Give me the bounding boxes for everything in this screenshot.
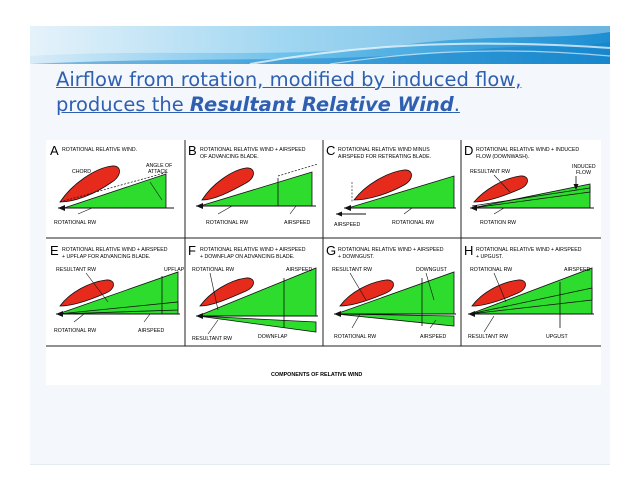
panel-caption-line: ROTATIONAL RELATIVE WIND + AIRSPEED — [62, 247, 168, 253]
panel-caption-line: ROTATIONAL RELATIVE WIND + AIRSPEED — [338, 247, 444, 253]
panel-caption-line: ROTATIONAL RELATIVE WIND + AIRSPEED — [200, 247, 306, 253]
label-angle-line1: ANGLE OF — [146, 163, 172, 169]
panel-letter: C — [326, 143, 335, 158]
airfoil-red — [339, 279, 394, 307]
label-downgust: DOWNGUST — [416, 267, 448, 273]
panel-caption-line: ROTATIONAL RELATIVE WIND. — [62, 147, 137, 153]
label-rotational: ROTATIONAL RW — [54, 220, 96, 226]
label-resultant: RESULTANT RW — [192, 336, 232, 342]
panel-caption-line: ROTATIONAL RELATIVE WIND + INDUCED — [476, 147, 579, 153]
label-rotational: ROTATION RW — [480, 220, 516, 226]
label-airspeed: AIRSPEED — [420, 334, 446, 340]
airfoil-red — [201, 167, 254, 201]
panel-caption-line: + DOWNFLAP ON ADVANCING BLADE. — [200, 254, 295, 260]
title-emphasis: Resultant Relative Wind — [189, 93, 454, 116]
label-resultant: RESULTANT RW — [468, 334, 508, 340]
panel-caption-line: OF ADVANCING BLADE. — [200, 154, 259, 160]
panel-letter: F — [188, 243, 196, 258]
airfoil-red — [199, 277, 254, 307]
panel-letter: H — [464, 243, 473, 258]
label-resultant: RESULTANT RW — [470, 169, 510, 175]
label-chord: CHORD — [72, 169, 91, 175]
panel-letter: G — [326, 243, 336, 258]
label-rotational: ROTATIONAL RW — [334, 334, 376, 340]
label-airspeed: AIRSPEED — [334, 222, 360, 228]
panel-caption-line: ROTATIONAL RELATIVE WIND MINUS — [338, 147, 430, 153]
label-angle-line2: ATTACK — [148, 169, 168, 175]
panel-b: B ROTATIONAL RELATIVE WIND + AIRSPEED OF… — [188, 143, 319, 226]
upflap-wedge — [57, 301, 179, 315]
label-airspeed: AIRSPEED — [284, 220, 310, 226]
label-rotational: ROTATIONAL RW — [470, 267, 512, 273]
label-downflap: DOWNFLAP — [258, 334, 288, 340]
label-resultant: RESULTANT RW — [332, 267, 372, 273]
panel-letter: D — [464, 143, 473, 158]
title-period: . — [453, 93, 460, 116]
label-upflap: UPFLAP — [164, 267, 185, 273]
upgust-wedge — [469, 287, 593, 315]
panel-caption-line: + UPGUST. — [476, 254, 503, 260]
grid-lines — [46, 140, 601, 347]
label-rotational: ROTATIONAL RW — [54, 328, 96, 334]
panel-h: H ROTATIONAL RELATIVE WIND + AIRSPEED + … — [464, 243, 594, 340]
panel-letter: E — [50, 243, 59, 258]
panel-letter: A — [50, 143, 59, 158]
label-induced-line1: INDUCED — [572, 164, 596, 170]
airfoil-red — [59, 165, 120, 203]
panel-f: F ROTATIONAL RELATIVE WIND + AIRSPEED + … — [188, 243, 318, 342]
panel-letter: B — [188, 143, 197, 158]
relative-wind-figure: A ROTATIONAL RELATIVE WIND. CHORD ANGLE … — [46, 140, 601, 385]
panel-caption-line: + DOWNGUST. — [338, 254, 374, 260]
panel-caption-line: ROTATIONAL RELATIVE WIND + AIRSPEED — [200, 147, 306, 153]
label-airspeed: AIRSPEED — [564, 267, 590, 273]
label-rotational: ROTATIONAL RW — [206, 220, 248, 226]
airfoil-red — [59, 279, 114, 307]
airfoil-red — [471, 279, 526, 307]
title-text: Airflow from rotation, modified by induc… — [56, 68, 522, 116]
panel-caption-line: ROTATIONAL RELATIVE WIND + AIRSPEED — [476, 247, 582, 253]
panel-caption-line: FLOW (DOWNWASH). — [476, 154, 529, 160]
panel-e: E ROTATIONAL RELATIVE WIND + AIRSPEED + … — [50, 243, 185, 334]
downflap-wedge — [197, 315, 317, 333]
label-airspeed: AIRSPEED — [286, 267, 312, 273]
label-rotational: ROTATIONAL RW — [192, 267, 234, 273]
airfoil-red — [473, 175, 528, 203]
label-upgust: UPGUST — [546, 334, 568, 340]
panel-g: G ROTATIONAL RELATIVE WIND + AIRSPEED + … — [326, 243, 456, 340]
panel-caption-line: AIRSPEED FOR RETREATING BLADE. — [338, 154, 431, 160]
slide-title: Airflow from rotation, modified by induc… — [56, 67, 596, 117]
label-induced-line2: FLOW — [576, 170, 591, 176]
banner-wave-decoration — [30, 26, 610, 64]
label-rotational: ROTATIONAL RW — [392, 220, 434, 226]
label-resultant: RESULTANT RW — [56, 267, 96, 273]
figure-caption: COMPONENTS OF RELATIVE WIND — [271, 372, 362, 378]
airfoil-red — [353, 169, 412, 201]
panel-a: A ROTATIONAL RELATIVE WIND. CHORD ANGLE … — [50, 143, 174, 226]
panel-c: C ROTATIONAL RELATIVE WIND MINUS AIRSPEE… — [326, 143, 456, 228]
panel-d: D ROTATIONAL RELATIVE WIND + INDUCED FLO… — [464, 143, 596, 226]
label-airspeed: AIRSPEED — [138, 328, 164, 334]
downgust-wedge — [335, 313, 455, 327]
panel-caption-line: + UPFLAP FOR ADVANCING BLADE. — [62, 254, 150, 260]
